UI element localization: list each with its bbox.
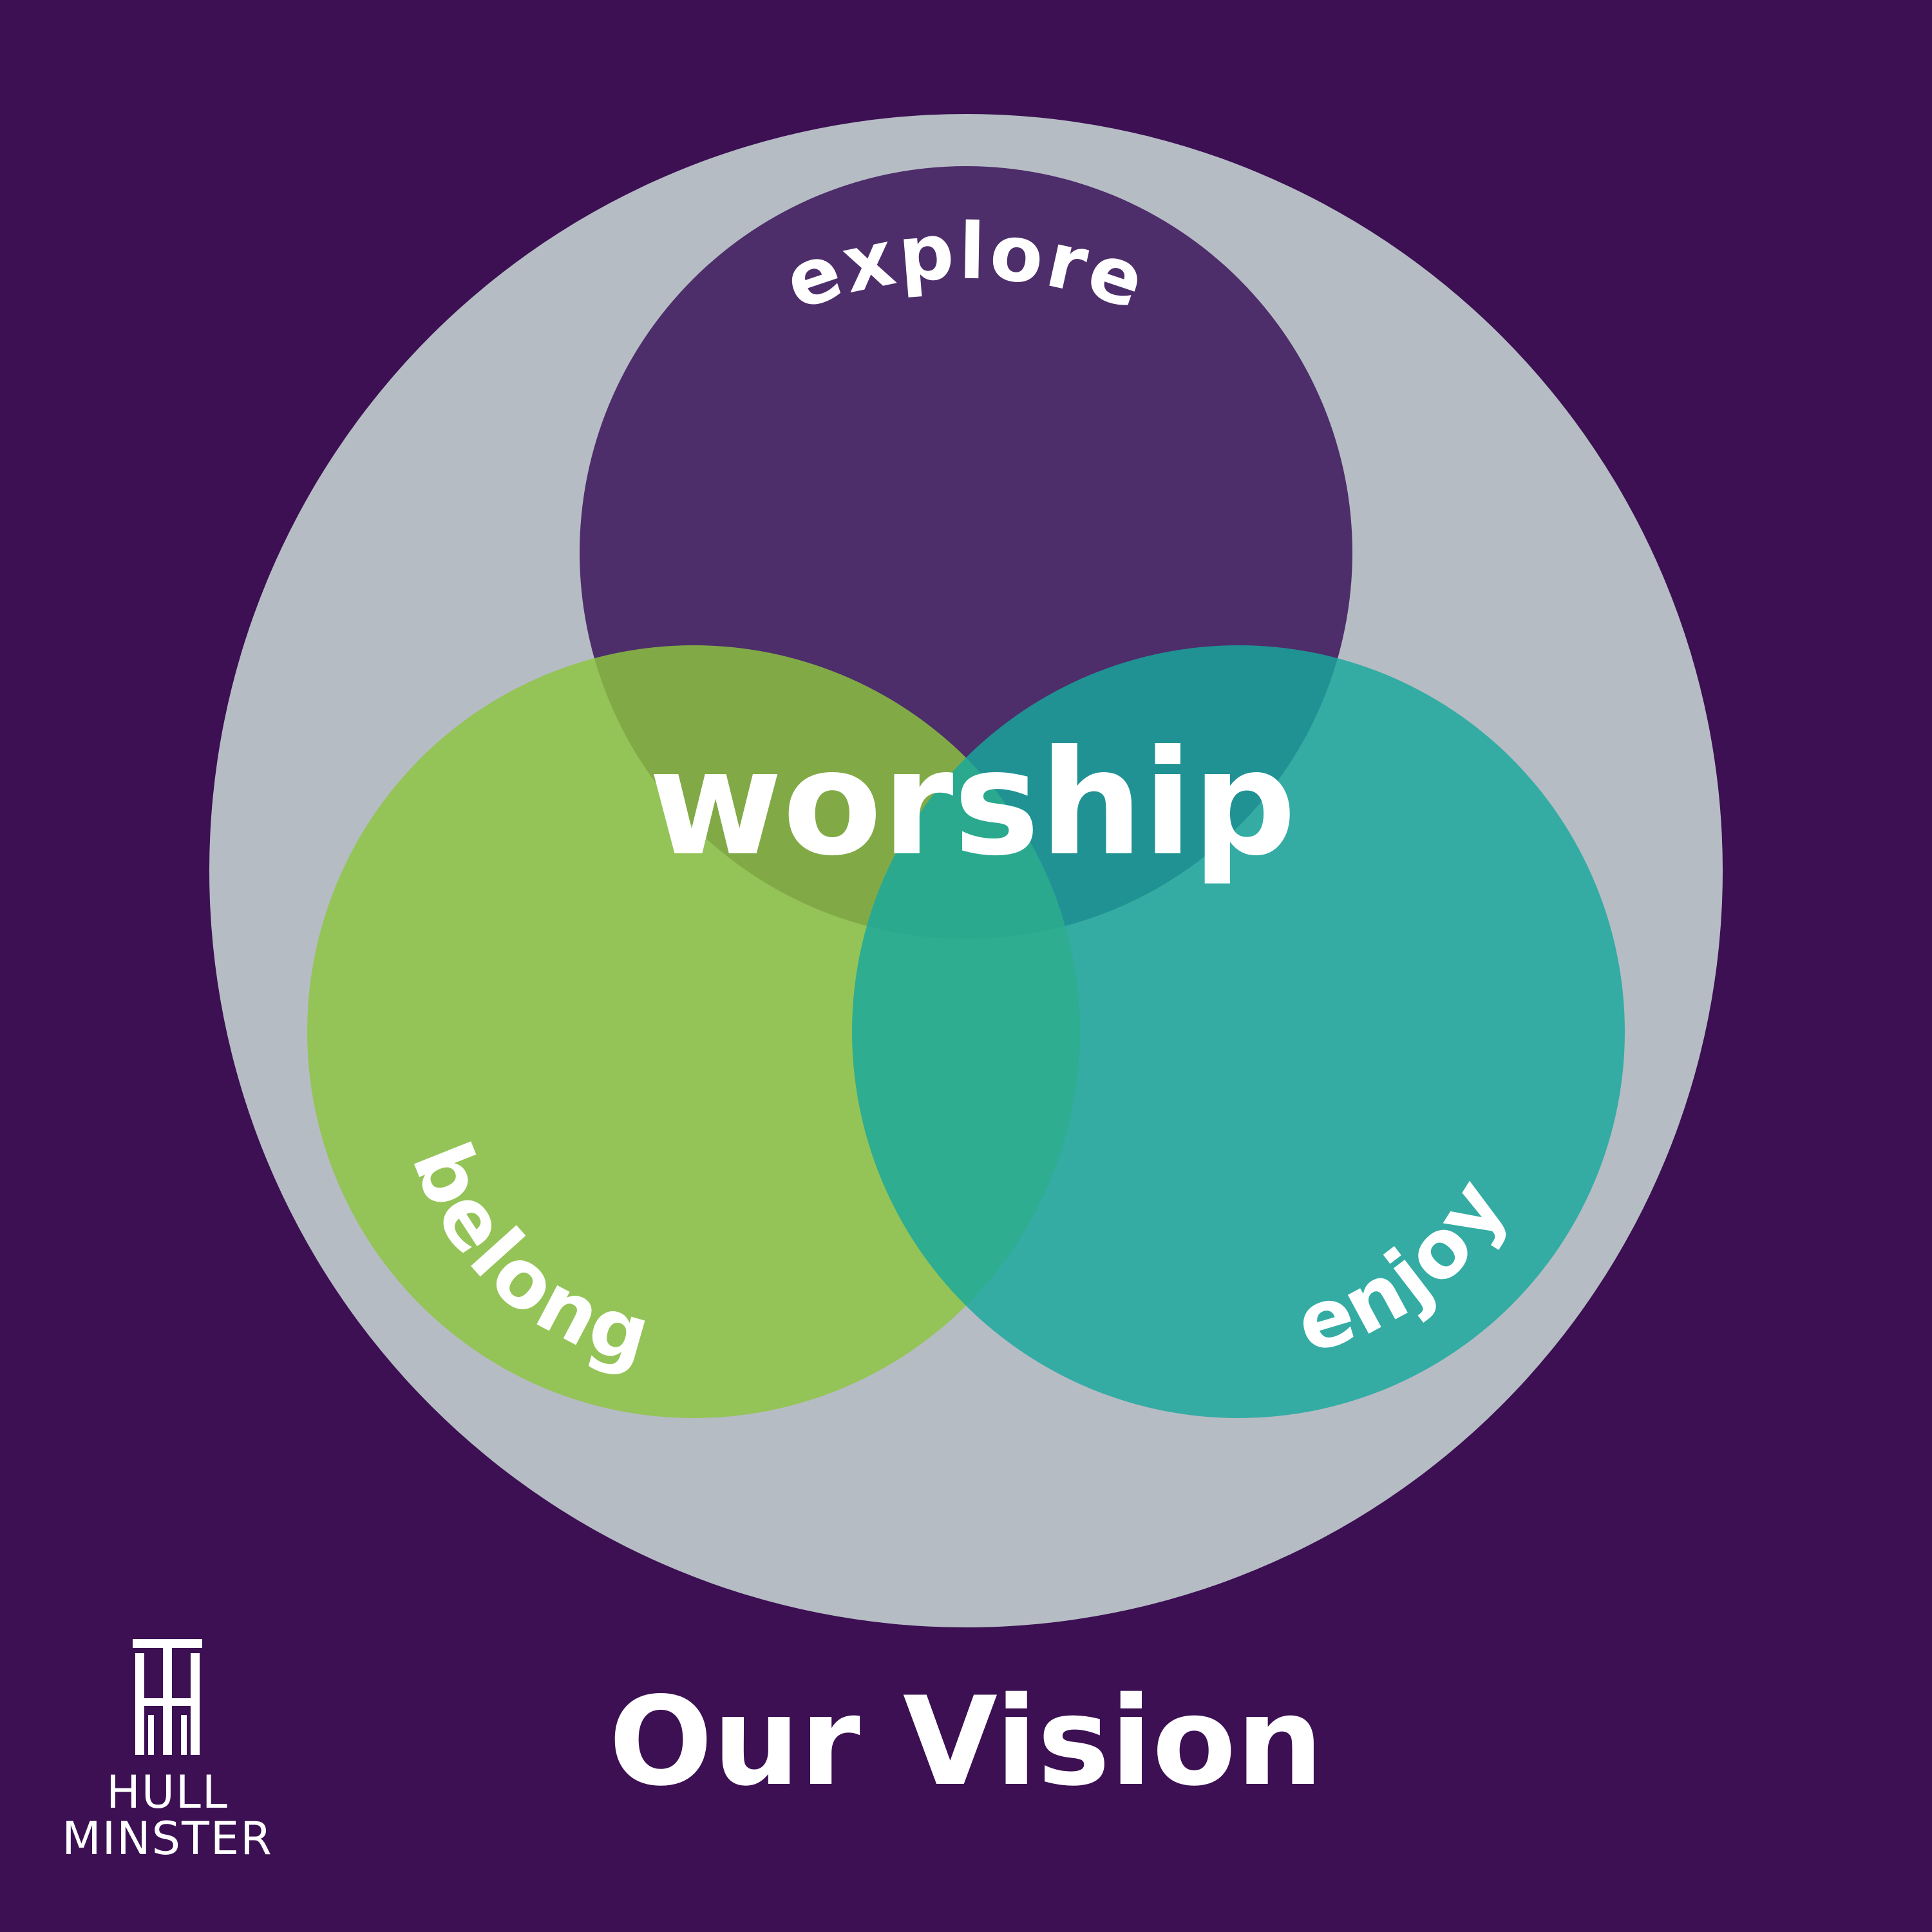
page-title: Our Vision — [609, 1671, 1323, 1813]
logo-text-line1: HULL — [106, 1766, 229, 1819]
hull-minster-logo-icon — [133, 1639, 202, 1755]
belong-circle — [307, 645, 1080, 1418]
logo-text-line2: MINSTER — [62, 1812, 273, 1865]
center-label: worship — [649, 719, 1296, 888]
hull-minster-logo: HULL MINSTER — [45, 1639, 290, 1871]
enjoy-circle — [852, 645, 1625, 1418]
